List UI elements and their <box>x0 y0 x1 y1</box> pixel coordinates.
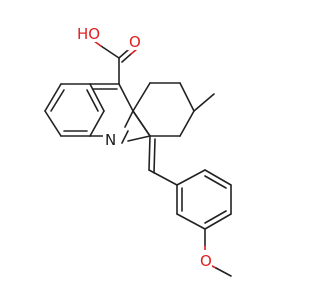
bond-to-aryl <box>148 169 178 186</box>
bond-c-oh-dark <box>100 45 120 59</box>
structure-drawing: HO O N O <box>44 22 232 277</box>
bond <box>179 82 195 112</box>
methyl-bond <box>193 93 215 112</box>
benzo-ring <box>44 83 105 137</box>
carbonyl-oxygen-label: O <box>129 33 141 51</box>
hydroxyl-label: HO <box>77 25 100 43</box>
pyridine-ring <box>89 83 134 144</box>
bond <box>118 83 134 112</box>
label-bg <box>198 250 212 270</box>
label-bg <box>103 128 119 148</box>
label-bg <box>127 30 141 50</box>
bond <box>204 213 232 230</box>
bond-inner <box>121 130 129 144</box>
bond <box>44 83 62 112</box>
bond <box>132 82 151 112</box>
bond-inner <box>204 210 227 224</box>
bond <box>176 169 206 186</box>
benzylidene-linker <box>148 135 178 186</box>
bond-to-n <box>127 135 151 142</box>
bond <box>44 110 62 137</box>
bond <box>89 83 105 112</box>
bond-inner <box>204 175 227 189</box>
bond-exo-double-b <box>153 138 156 174</box>
bond-o-me <box>215 267 232 277</box>
methoxyphenyl-ring <box>176 169 232 230</box>
molecule-canvas: HO O N O <box>44 22 232 277</box>
bond <box>179 110 195 137</box>
bond-c-o-b <box>121 53 132 63</box>
bond <box>89 110 105 137</box>
ring-nitrogen-label: N <box>105 131 116 149</box>
bond <box>176 213 206 230</box>
label-bg <box>76 22 102 42</box>
bond-exo-double-a <box>148 135 151 171</box>
bond-shared <box>132 110 151 137</box>
bond <box>124 110 134 128</box>
cyclohexene-ring <box>127 82 195 142</box>
bond-c-o-a <box>118 49 129 59</box>
bond <box>204 169 232 186</box>
bond-inner <box>86 89 99 112</box>
bond-inner <box>50 89 65 112</box>
methoxy-oxygen-label: O <box>200 252 212 270</box>
